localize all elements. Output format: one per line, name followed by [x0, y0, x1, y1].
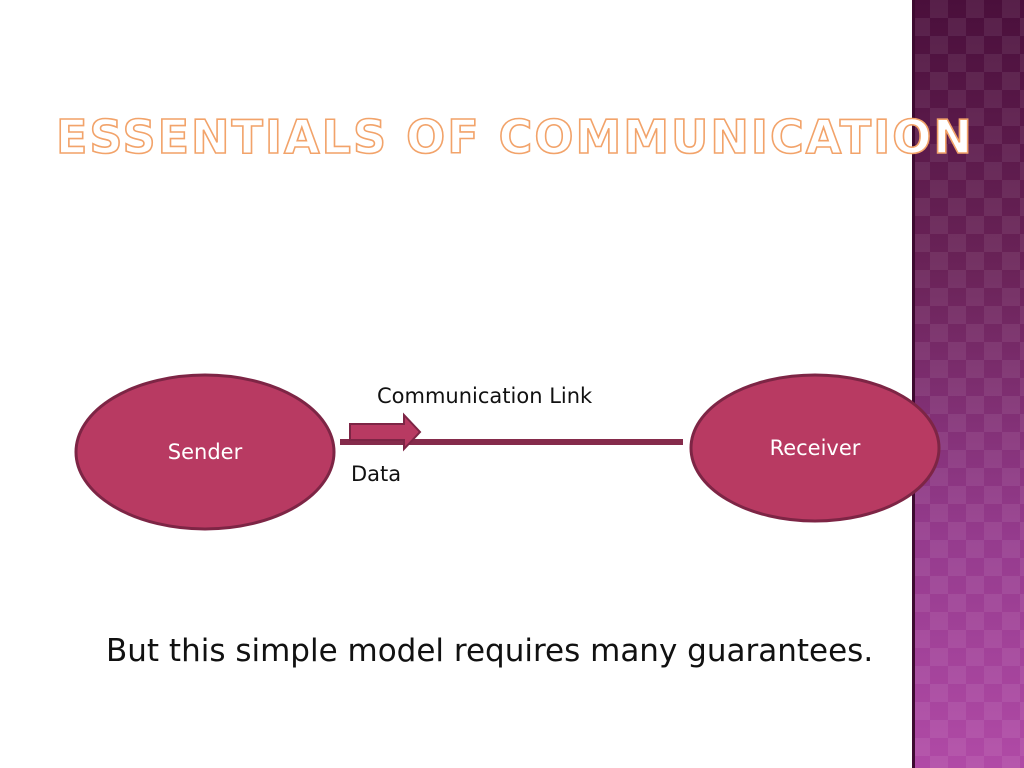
data-label: Data — [351, 462, 402, 486]
slide-caption: But this simple model requires many guar… — [106, 633, 874, 669]
decorative-side-band — [912, 0, 1024, 768]
slide-title: Essentials of Communication — [55, 109, 974, 165]
side-band-edge — [912, 0, 915, 768]
data-arrow — [349, 412, 422, 452]
communication-link-label: Communication Link — [377, 384, 593, 408]
sender-node — [74, 373, 336, 531]
receiver-label: Receiver — [769, 436, 861, 460]
sender-label: Sender — [167, 440, 243, 464]
receiver-node — [689, 373, 941, 523]
